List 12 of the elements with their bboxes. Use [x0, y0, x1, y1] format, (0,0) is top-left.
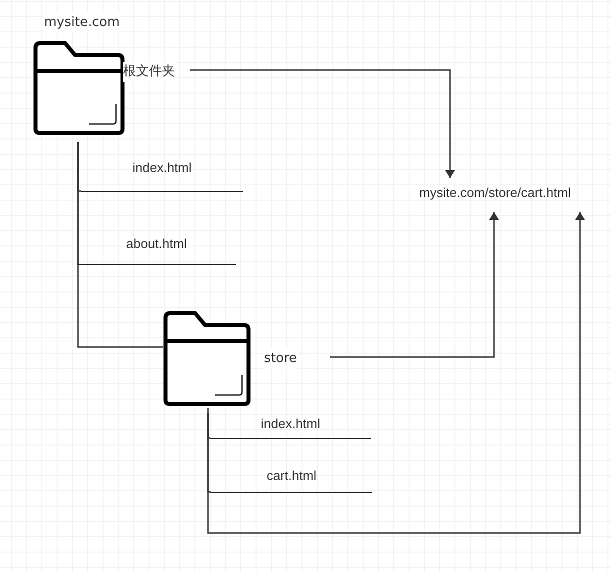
connector-line — [77, 142, 163, 348]
file-entry: cart.html — [211, 466, 372, 493]
folder-label: 根文件夹 — [123, 62, 175, 82]
folder-label: mysite.com — [44, 13, 120, 32]
arrow — [207, 212, 585, 534]
path-label: mysite.com/store/cart.html — [404, 180, 586, 206]
folder-label: store — [264, 349, 297, 368]
arrow — [330, 212, 499, 358]
file-entry: about.html — [77, 234, 236, 265]
file-entry: index.html — [81, 158, 243, 192]
arrow — [190, 69, 455, 178]
file-entry: index.html — [210, 414, 371, 439]
